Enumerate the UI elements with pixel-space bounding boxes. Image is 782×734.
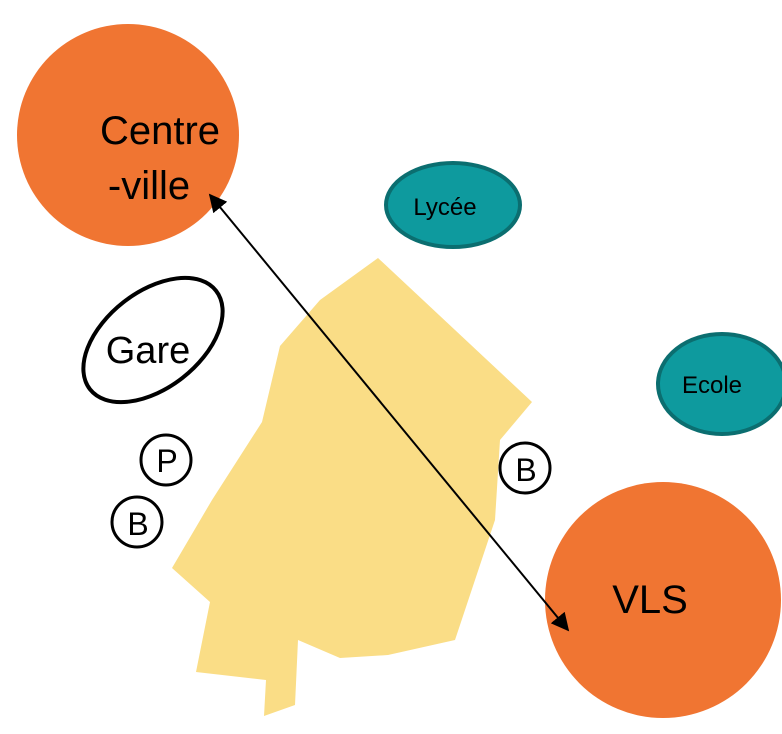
vls-circle: [545, 482, 781, 718]
centre-ville-node: Centre -ville: [17, 24, 239, 246]
centre-ville-label-line1: Centre: [100, 109, 220, 153]
parking-node: P: [139, 433, 193, 487]
bus-stop-right-node: B: [498, 441, 552, 495]
vls-label: VLS: [612, 578, 688, 622]
bus-stop-left-label: B: [127, 506, 148, 542]
ecole-ellipse: [656, 332, 782, 436]
ecole-node: Ecole: [656, 332, 782, 436]
bus-stop-left-circle: [110, 495, 164, 549]
centre-ville-circle: [17, 24, 239, 246]
gare-node: Gare: [81, 275, 225, 405]
double-arrow-centre-ville-vls: [208, 193, 570, 632]
bus-stop-right-label: B: [515, 452, 536, 488]
site-zone: [172, 258, 532, 716]
lycee-node: Lycée: [384, 161, 522, 249]
centre-ville-label-line2: -ville: [108, 164, 190, 208]
gare-label: Gare: [106, 330, 190, 372]
vls-node: VLS: [545, 482, 781, 718]
parking-circle: [139, 433, 193, 487]
ecole-label: Ecole: [682, 372, 742, 399]
bus-stop-left-node: B: [110, 495, 164, 549]
parking-label: P: [156, 443, 177, 479]
lycee-label: Lycée: [413, 194, 476, 221]
